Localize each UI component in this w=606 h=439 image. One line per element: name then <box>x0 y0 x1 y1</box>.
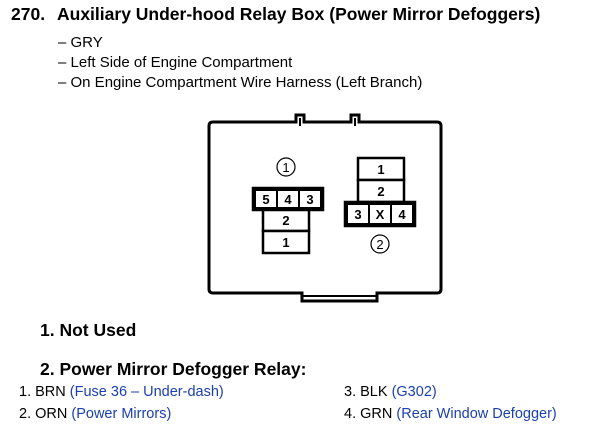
subtitle-color: – GRY <box>58 34 103 51</box>
pin-description: (Rear Window Defogger) <box>396 406 557 422</box>
subtitle-harness: – On Engine Compartment Wire Harness (Le… <box>58 74 423 91</box>
title-text: Auxiliary Under-hood Relay Box (Power Mi… <box>57 4 541 24</box>
pin-wire-color: BRN <box>35 384 66 400</box>
pin-number: 1. <box>19 384 32 400</box>
connector-1-pin: 3 <box>306 192 313 207</box>
connector-2-circle <box>370 234 390 254</box>
connector-2-cell <box>390 203 414 225</box>
connector-1-label: 1 <box>282 160 289 175</box>
connector-2-pin: 1 <box>377 162 384 177</box>
relay-box-outline <box>207 113 443 303</box>
section-relay: 2. Power Mirror Defogger Relay: <box>40 359 307 379</box>
connector-1: 1 5 4 3 2 1 <box>251 157 325 255</box>
connector-1-pin: 2 <box>282 213 289 228</box>
pin-number: 4. <box>344 406 357 422</box>
pin-number: 3. <box>344 384 357 400</box>
pin-wire-color: ORN <box>35 406 68 422</box>
connector-1-cell <box>261 229 311 255</box>
pin-description: (G302) <box>391 384 437 400</box>
pin-list-item: 3. BLK (G302) <box>344 384 437 400</box>
page-title: 270. Auxiliary Under-hood Relay Box (Powe… <box>11 4 540 25</box>
connector-2-pin: 3 <box>354 207 361 222</box>
connector-1-pin: 1 <box>282 235 289 250</box>
title-number: 270. <box>11 4 46 24</box>
connector-2-label: 2 <box>376 237 383 252</box>
pin-list-item: 1. BRN (Fuse 36 – Under-dash) <box>19 384 224 400</box>
connector-2-pin: 2 <box>377 184 384 199</box>
connector-2-pin: 4 <box>398 207 406 222</box>
pin-description: (Fuse 36 – Under-dash) <box>69 384 224 400</box>
section-not-used: 1. Not Used <box>40 320 137 340</box>
pin-wire-color: BLK <box>360 384 388 400</box>
connector-1-circle <box>276 157 296 177</box>
pin-list-item: 4. GRN (Rear Window Defogger) <box>344 406 557 422</box>
connector-2: 1 2 3 X 4 2 <box>343 156 417 254</box>
pin-description: (Power Mirrors) <box>71 406 172 422</box>
connector-2-pin: X <box>376 207 385 222</box>
pin-number: 2. <box>19 406 32 422</box>
connector-1-cell <box>298 189 322 209</box>
pin-wire-color: GRN <box>360 406 393 422</box>
connector-1-pin: 5 <box>262 192 269 207</box>
pin-list-item: 2. ORN (Power Mirrors) <box>19 406 171 422</box>
connector-1-pin: 4 <box>284 192 292 207</box>
subtitle-location: – Left Side of Engine Compartment <box>58 54 293 71</box>
